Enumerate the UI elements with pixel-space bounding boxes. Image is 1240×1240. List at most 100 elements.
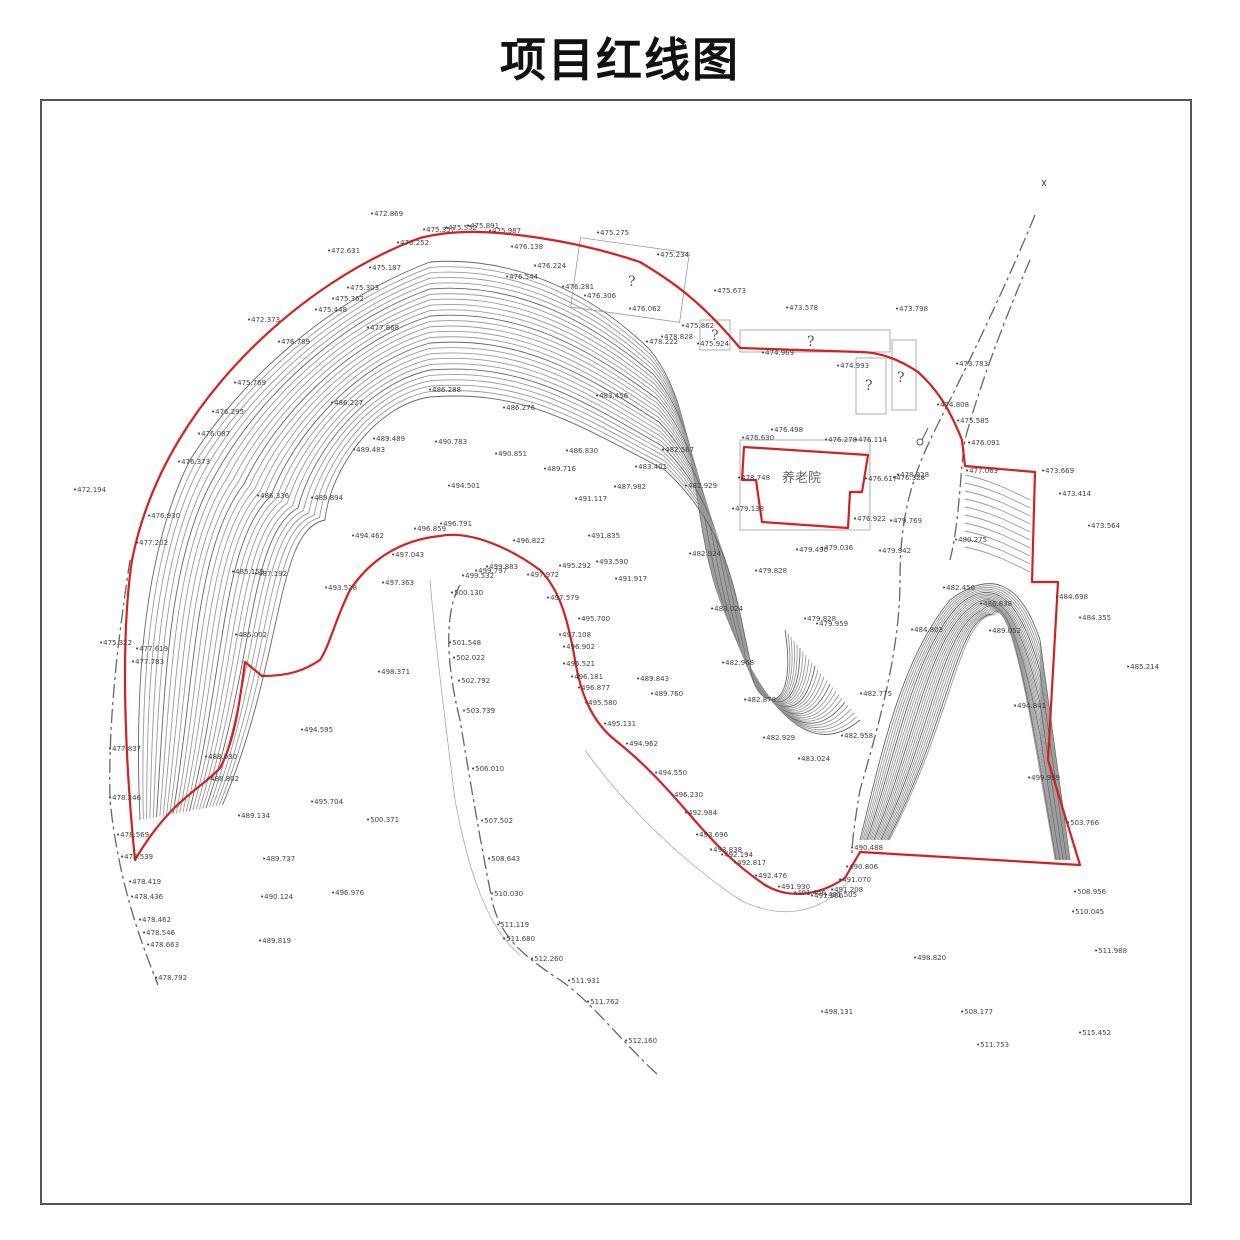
contour-line bbox=[877, 603, 1062, 861]
elevation-label: •493.838 bbox=[709, 846, 742, 854]
elevation-label: •475.357 bbox=[422, 226, 455, 234]
elevation-label: •502.792 bbox=[457, 677, 490, 685]
elevation-label: •508.643 bbox=[487, 855, 520, 863]
elevation-label: •474.808 bbox=[936, 401, 969, 409]
elevation-label: •476.306 bbox=[583, 292, 617, 300]
elevation-label: •476.138 bbox=[510, 243, 543, 251]
elevation-label: •482.456 bbox=[942, 584, 976, 592]
contour-line bbox=[212, 379, 795, 807]
elevation-label: •494.462 bbox=[351, 532, 384, 540]
elevation-label: •472.869 bbox=[370, 210, 403, 218]
contour-line bbox=[880, 605, 1060, 861]
elevation-label: •478.663 bbox=[146, 941, 179, 949]
elevation-label: •476.617 bbox=[864, 475, 897, 483]
project-boundary[interactable] bbox=[123, 230, 1082, 896]
elevation-label: •477.202 bbox=[135, 539, 168, 547]
elevation-label: •494.550 bbox=[654, 769, 687, 777]
unknown-marker: ? bbox=[865, 378, 873, 394]
elevation-label: •490.488 bbox=[850, 844, 883, 852]
contour-line bbox=[860, 585, 1070, 861]
elevation-label: •496.791 bbox=[439, 520, 472, 528]
elevation-label: •473.578 bbox=[785, 304, 818, 312]
elevation-label: •476.789 bbox=[277, 338, 310, 346]
elevation-label: •475.234 bbox=[656, 251, 690, 259]
elevation-label: •473.564 bbox=[1087, 522, 1121, 530]
elevation-label: •502.022 bbox=[452, 654, 485, 662]
elevation-label: •511.119 bbox=[496, 921, 529, 929]
central-road bbox=[448, 584, 659, 1076]
elevation-label: •496.181 bbox=[570, 673, 603, 681]
contour-line bbox=[881, 606, 1060, 861]
unknown-marker: ? bbox=[711, 328, 719, 344]
elevation-label: •494.841 bbox=[1013, 702, 1046, 710]
elevation-label: •473.783 bbox=[955, 360, 988, 368]
contour-line bbox=[866, 592, 1067, 861]
elevation-label: •475.862 bbox=[681, 322, 714, 330]
elevation-label: •478.462 bbox=[138, 916, 171, 924]
elevation-label: •491.070 bbox=[838, 876, 871, 884]
elevation-label: •479.942 bbox=[878, 547, 911, 555]
elevation-label: •497.972 bbox=[526, 571, 559, 579]
road-edges bbox=[429, 579, 851, 956]
elevation-label: •478.419 bbox=[128, 878, 161, 886]
elevation-label: •495.704 bbox=[310, 798, 344, 806]
elevation-label: •476.278 bbox=[824, 436, 857, 444]
elevation-label: •487.192 bbox=[254, 570, 287, 578]
contour-line bbox=[964, 474, 1031, 501]
elevation-label: •493.696 bbox=[695, 831, 729, 839]
elevation-label: •491.505 bbox=[824, 891, 857, 899]
elevation-label: •476.114 bbox=[854, 436, 888, 444]
elevation-label: •477.837 bbox=[108, 745, 141, 753]
elevation-label: •493.528 bbox=[324, 584, 357, 592]
elevation-label: •489.894 bbox=[310, 494, 344, 502]
elevation-label: •478.436 bbox=[130, 893, 164, 901]
elevation-label: •475.673 bbox=[713, 287, 746, 295]
elevation-label: •482.924 bbox=[688, 550, 722, 558]
elevation-label: •488.802 bbox=[206, 775, 239, 783]
elevation-label: •493.590 bbox=[595, 558, 628, 566]
elevation-label: •479.769 bbox=[889, 517, 922, 525]
elevation-label: •478.828 bbox=[660, 333, 693, 341]
elevation-label: •475.585 bbox=[956, 417, 989, 425]
elevation-label: •490.806 bbox=[845, 863, 879, 871]
elevation-label: •511.680 bbox=[502, 935, 535, 943]
elevation-label: •503.739 bbox=[462, 707, 495, 715]
structures bbox=[570, 237, 917, 531]
elevation-label: •491.117 bbox=[574, 495, 607, 503]
contour-line bbox=[889, 611, 1056, 861]
elevation-label: •496.521 bbox=[562, 660, 595, 668]
elevation-label: •485.159 bbox=[231, 568, 264, 576]
elevation-label: •483.401 bbox=[634, 463, 667, 471]
elevation-label: •475.322 bbox=[99, 639, 132, 647]
elevation-label: •486.830 bbox=[565, 447, 598, 455]
elevation-label: •511.753 bbox=[976, 1041, 1009, 1049]
contour-line bbox=[208, 374, 798, 808]
elevation-label: •472.631 bbox=[327, 247, 360, 255]
elevation-label: •489.760 bbox=[650, 690, 683, 698]
contour-line bbox=[964, 482, 1031, 509]
contour-line bbox=[218, 390, 791, 806]
contour-line bbox=[862, 586, 1070, 861]
contour-line bbox=[964, 506, 1031, 533]
elevation-label: •497.363 bbox=[381, 579, 414, 587]
elevation-label: •491.406 bbox=[793, 889, 827, 897]
elevation-label: •478.539 bbox=[120, 853, 153, 861]
elevation-label: •489.737 bbox=[262, 855, 295, 863]
elevation-label: •515.452 bbox=[1078, 1029, 1111, 1037]
elevation-label: •478.748 bbox=[737, 474, 770, 482]
elevation-label: •478.546 bbox=[142, 929, 176, 937]
contour-line bbox=[863, 588, 1069, 861]
contour-line bbox=[156, 287, 846, 818]
elevation-label: •490.851 bbox=[494, 450, 527, 458]
elevation-label: •473.798 bbox=[895, 305, 928, 313]
contour-line bbox=[202, 363, 804, 809]
elevation-label: •476.498 bbox=[770, 426, 803, 434]
elevation-label: •479.828 bbox=[803, 615, 836, 623]
building-label: 养老院 bbox=[782, 470, 821, 486]
contour-line bbox=[869, 595, 1066, 861]
elevation-label: •492.194 bbox=[720, 851, 754, 859]
elevation-label: •496.976 bbox=[331, 889, 365, 897]
elevation-label: •508.956 bbox=[1073, 888, 1107, 896]
elevation-label: •484.355 bbox=[1078, 614, 1111, 622]
